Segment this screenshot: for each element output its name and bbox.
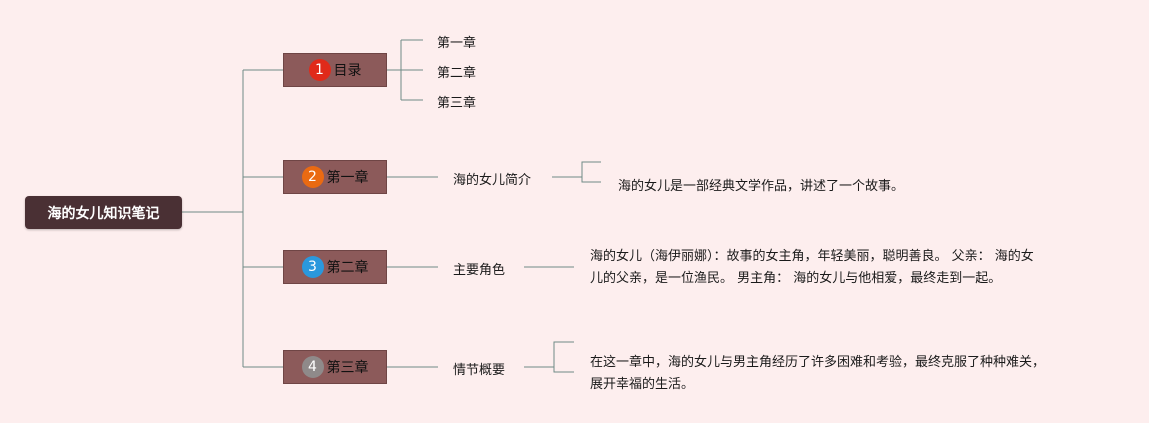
ch3-detail[interactable]: 在这一章中，海的女儿与男主角经历了许多困难和考验，最终克服了种种难关， 展开幸福… (590, 352, 1090, 396)
root-node[interactable]: 海的女儿知识笔记 (25, 196, 182, 229)
number-badge-3: 3 (301, 256, 324, 278)
toc-item[interactable]: 第二章 (437, 66, 477, 81)
number-badge-2: 2 (301, 166, 324, 188)
ch3-detail-line: 展开幸福的生活。 (590, 377, 695, 392)
ch2-topic[interactable]: 主要角色 (453, 263, 506, 278)
branch-label: 目录 (333, 63, 362, 79)
toc-item[interactable]: 第三章 (437, 96, 477, 111)
ch2-detail-line: 海的女儿（海伊丽娜）：故事的女主角，年轻美丽，聪明善良。 父亲： 海的女 (590, 249, 1034, 264)
ch1-detail[interactable]: 海的女儿是一部经典文学作品，讲述了一个故事。 (618, 179, 905, 194)
ch3-topic[interactable]: 情节概要 (453, 363, 506, 378)
branch-label: 第三章 (326, 360, 369, 376)
branch-node-chapter-2[interactable]: 3 第二章 (283, 250, 387, 284)
ch3-detail-bracket (553, 341, 574, 373)
number-badge-1: 1 (308, 59, 331, 81)
ch1-topic[interactable]: 海的女儿简介 (453, 173, 532, 188)
ch2-detail-line: 儿的父亲，是一位渔民。 男主角： 海的女儿与他相爱，最终走到一起。 (590, 271, 1002, 286)
ch1-detail-bracket (581, 161, 601, 183)
branch-label: 第二章 (326, 260, 369, 276)
ch2-detail[interactable]: 海的女儿（海伊丽娜）：故事的女主角，年轻美丽，聪明善良。 父亲： 海的女 儿的父… (590, 246, 1090, 290)
branch-node-toc[interactable]: 1 目录 (283, 53, 387, 87)
number-badge-4: 4 (301, 356, 324, 378)
root-label: 海的女儿知识笔记 (47, 205, 160, 222)
branch-node-chapter-1[interactable]: 2 第一章 (283, 160, 387, 194)
branch-label: 第一章 (326, 170, 369, 186)
branch-node-chapter-3[interactable]: 4 第三章 (283, 350, 387, 384)
toc-item[interactable]: 第一章 (437, 36, 477, 51)
ch3-detail-line: 在这一章中，海的女儿与男主角经历了许多困难和考验，最终克服了种种难关， (590, 355, 1046, 370)
